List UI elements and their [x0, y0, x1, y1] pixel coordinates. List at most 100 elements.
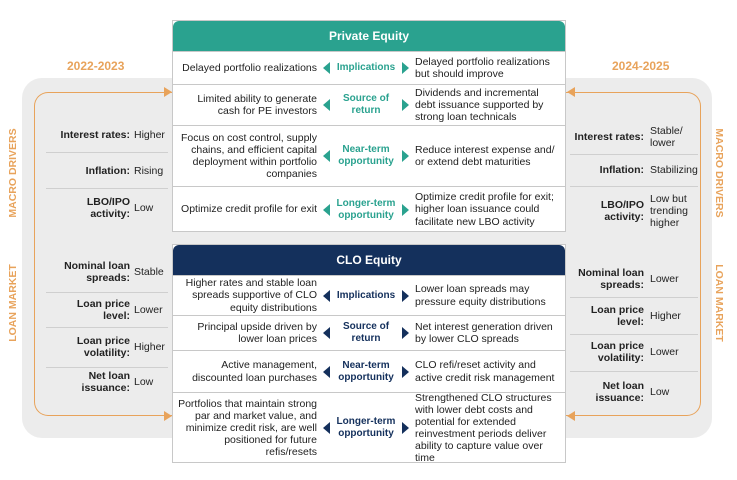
driver-label: LBO/IPO activity:	[600, 199, 644, 223]
pe-row-center: Implications	[321, 62, 411, 74]
driver-label: Loan price volatility:	[590, 340, 644, 364]
triangle-right-icon	[402, 62, 409, 74]
clo-row-center-label: Longer-term opportunity	[336, 416, 396, 439]
clo-row-source-of-return: Principal upside driven by lower loan pr…	[173, 315, 565, 350]
divider	[570, 297, 698, 298]
pe-row-near-term: Focus on cost control, supply chains, an…	[173, 125, 565, 186]
clo-row-center: Longer-term opportunity	[321, 416, 411, 440]
clo-equity-panel: CLO Equity Higher rates and stable loan …	[172, 244, 566, 464]
clo-row-center-label: Implications	[336, 289, 396, 301]
left-driver-loan-price-volatility: Loan price volatility: Higher	[48, 333, 170, 361]
clo-row-center: Near-term opportunity	[321, 360, 411, 384]
triangle-left-icon	[323, 422, 330, 434]
left-driver-loan-price-level: Loan price level: Lower	[48, 298, 170, 322]
driver-value: Stable/ lower	[650, 125, 683, 149]
driver-label: LBO/IPO activity:	[86, 196, 130, 220]
driver-label: Nominal loan spreads:	[64, 260, 130, 284]
pe-row-center-label: Near-term opportunity	[338, 144, 394, 167]
macro-drivers-right-label: MACRO DRIVERS	[713, 128, 725, 218]
pe-row-center-label: Implications	[336, 62, 396, 73]
driver-label: Loan price level:	[76, 298, 130, 322]
pe-row-left-text: Delayed portfolio realizations	[182, 61, 317, 74]
triangle-left-icon	[323, 289, 330, 302]
triangle-left-icon	[323, 327, 330, 339]
clo-row-center-label: Source of return	[342, 321, 390, 344]
pe-row-left-text: Focus on cost control, supply chains, an…	[181, 131, 317, 181]
right-driver-inflation: Inflation: Stabilizing	[572, 162, 704, 178]
clo-row-center: Implications	[321, 289, 411, 302]
loan-market-left-label: LOAN MARKET	[7, 264, 19, 342]
pe-row-center: Source of return	[321, 93, 411, 117]
clo-row-center: Source of return	[321, 321, 411, 345]
divider	[46, 327, 168, 328]
driver-label: Interest rates:	[574, 131, 644, 143]
driver-label: Loan price level:	[590, 304, 644, 328]
driver-label: Net loan issuance:	[595, 380, 644, 404]
driver-value: Higher	[134, 129, 165, 141]
right-flow-frame	[561, 92, 701, 416]
driver-label: Net loan issuance:	[81, 370, 130, 394]
triangle-right-icon	[402, 203, 409, 216]
left-driver-lbo-ipo: LBO/IPO activity: Low	[48, 196, 170, 220]
arrow-right-icon	[164, 87, 172, 97]
pe-row-left-text: Limited ability to generate cash for PE …	[197, 92, 317, 117]
triangle-left-icon	[323, 99, 330, 111]
arrow-left-icon	[567, 87, 575, 97]
divider	[570, 154, 698, 155]
pe-row-center-label: Longer-term opportunity	[336, 197, 396, 221]
right-driver-lbo-ipo: LBO/IPO activity: Low but trending highe…	[572, 192, 698, 230]
divider	[570, 186, 698, 187]
triangle-right-icon	[402, 365, 409, 378]
triangle-right-icon	[402, 99, 409, 111]
driver-value: Rising	[134, 165, 164, 177]
driver-value: Low	[650, 386, 670, 398]
left-driver-net-issuance: Net loan issuance: Low	[38, 370, 170, 394]
driver-value: Lower	[650, 346, 679, 358]
period-right-label: 2024-2025	[612, 59, 670, 73]
clo-row-left-text: Higher rates and stable loan spreads sup…	[185, 277, 317, 314]
clo-row-longer-term: Portfolios that maintain strong par and …	[173, 392, 565, 464]
right-driver-interest-rates: Interest rates: Stable/ lower	[572, 124, 694, 150]
pe-row-center-label: Source of return	[342, 93, 390, 116]
driver-value: Higher	[650, 310, 681, 322]
driver-label: Inflation:	[85, 165, 130, 177]
left-flow-frame	[34, 92, 174, 416]
clo-row-right-text: Lower loan spreads may pressure equity d…	[415, 283, 546, 308]
driver-label: Inflation:	[599, 164, 644, 176]
right-driver-nominal-spreads: Nominal loan spreads: Lower	[572, 265, 694, 293]
right-driver-loan-price-level: Loan price level: Higher	[572, 302, 694, 330]
left-driver-nominal-spreads: Nominal loan spreads: Stable	[48, 258, 170, 286]
driver-value: Stabilizing	[650, 164, 698, 176]
triangle-left-icon	[323, 203, 330, 216]
clo-row-right-text: Net interest generation driven by lower …	[415, 320, 553, 345]
triangle-right-icon	[402, 422, 409, 434]
right-driver-net-issuance: Net loan issuance: Low	[572, 378, 694, 406]
pe-row-center: Longer-term opportunity	[321, 198, 411, 222]
pe-row-implications: Delayed portfolio realizations Implicati…	[173, 51, 565, 84]
triangle-left-icon	[323, 150, 330, 162]
driver-value: Lower	[134, 304, 163, 316]
clo-row-left-text: Principal upside driven by lower loan pr…	[197, 320, 317, 345]
triangle-left-icon	[323, 365, 330, 378]
divider	[46, 152, 168, 153]
clo-row-implications: Higher rates and stable loan spreads sup…	[173, 275, 565, 315]
pe-row-left-text: Optimize credit profile for exit	[181, 203, 317, 216]
driver-value: Lower	[650, 273, 679, 285]
divider	[46, 292, 168, 293]
clo-row-left-text: Portfolios that maintain strong par and …	[178, 397, 317, 459]
clo-row-right-text: CLO refi/reset activity and active credi…	[415, 359, 555, 384]
pe-row-right-text: Optimize credit profile for exit; higher…	[415, 191, 554, 228]
triangle-right-icon	[402, 327, 409, 339]
divider	[570, 371, 698, 372]
driver-value: Higher	[134, 341, 165, 353]
period-left-label: 2022-2023	[67, 59, 125, 73]
right-driver-loan-price-volatility: Loan price volatility: Lower	[572, 338, 694, 366]
driver-value: Low but trending higher	[650, 193, 688, 229]
left-driver-inflation: Inflation: Rising	[48, 163, 170, 179]
triangle-right-icon	[402, 150, 409, 162]
driver-label: Nominal loan spreads:	[578, 267, 644, 291]
pe-row-center: Near-term opportunity	[321, 144, 411, 168]
driver-label: Loan price volatility:	[76, 335, 130, 359]
loan-market-right-label: LOAN MARKET	[713, 264, 725, 342]
private-equity-panel: Private Equity Delayed portfolio realiza…	[172, 20, 566, 232]
